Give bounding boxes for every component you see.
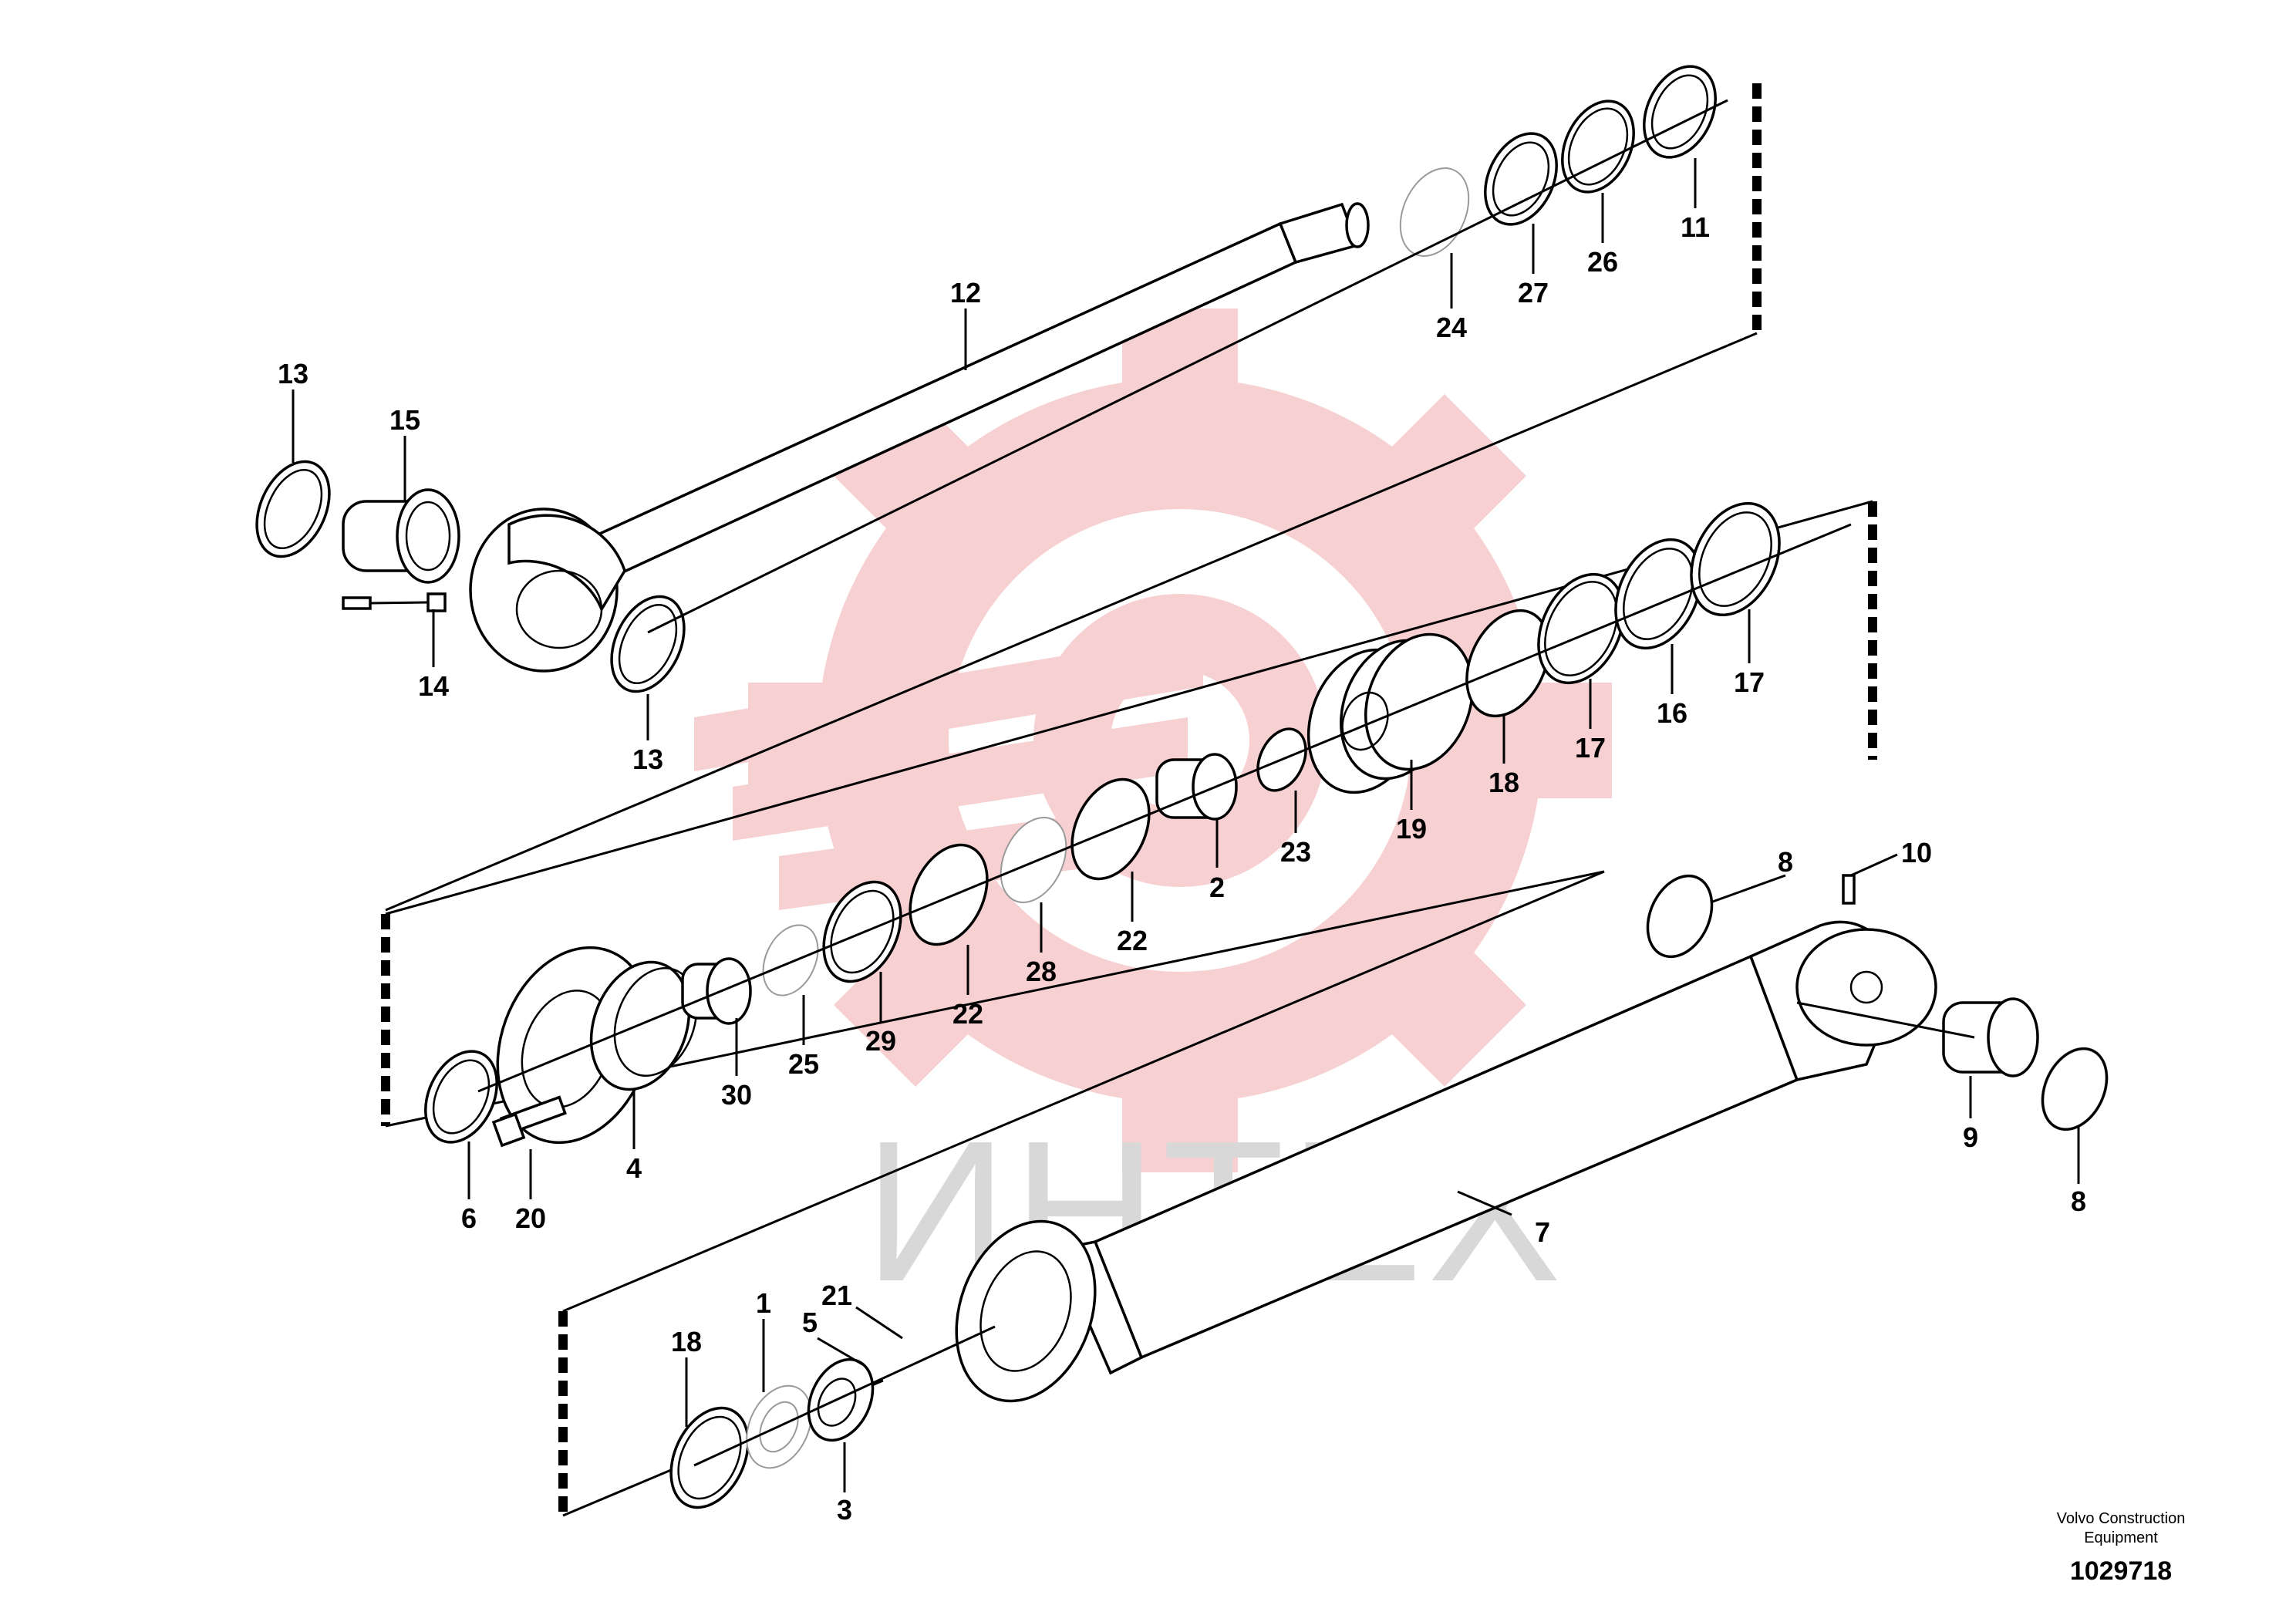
callout-9: 9: [1963, 1121, 1978, 1153]
callout-14: 14: [418, 670, 449, 702]
callout-11: 11: [1681, 211, 1710, 243]
piston-rod-assembly: [255, 65, 1728, 693]
callout-17-left: 17: [1575, 732, 1606, 764]
callout-labels: 1 2 3 4 5 6 7 8 8 9 10 11 12 13 13 14 15…: [278, 211, 2086, 1526]
callout-20: 20: [515, 1202, 546, 1234]
callout-6: 6: [461, 1202, 477, 1234]
cylinder-tube-assembly: [669, 874, 2109, 1509]
callout-12: 12: [950, 277, 981, 309]
callout-18-middle: 18: [1489, 767, 1519, 798]
callout-24: 24: [1436, 312, 1467, 343]
callout-2: 2: [1209, 872, 1225, 903]
footer-block: Volvo Construction Equipment 1029718: [2057, 1510, 2186, 1586]
callout-18-bottom: 18: [671, 1326, 702, 1357]
cylinder-head-piston-assembly: [424, 501, 1852, 1148]
callout-4: 4: [626, 1152, 642, 1184]
callout-27: 27: [1518, 277, 1549, 309]
callout-8-top: 8: [1778, 846, 1793, 878]
callout-23: 23: [1280, 836, 1311, 868]
callout-29: 29: [865, 1025, 896, 1057]
brand-line-1: Volvo Construction: [2057, 1510, 2186, 1527]
callout-17-right: 17: [1734, 666, 1765, 698]
callout-3: 3: [837, 1494, 852, 1526]
callout-26: 26: [1587, 246, 1618, 278]
leader-lines: [292, 158, 2080, 1492]
callout-25: 25: [788, 1048, 819, 1080]
callout-22-left: 22: [952, 998, 983, 1030]
callout-8-bottom: 8: [2071, 1185, 2086, 1217]
callout-5: 5: [802, 1307, 818, 1338]
callout-7: 7: [1535, 1216, 1550, 1248]
callout-22-right: 22: [1117, 925, 1148, 956]
callout-19: 19: [1396, 813, 1427, 845]
callout-16: 16: [1657, 697, 1687, 729]
callout-13-top: 13: [278, 358, 308, 389]
callout-30: 30: [721, 1079, 752, 1111]
callout-28: 28: [1026, 956, 1057, 987]
callout-15: 15: [389, 404, 420, 436]
callout-10: 10: [1901, 837, 1932, 868]
callout-13-bottom: 13: [632, 744, 663, 775]
callout-21: 21: [821, 1280, 852, 1311]
callout-1: 1: [756, 1287, 771, 1319]
drawing-number: 1029718: [2070, 1556, 2172, 1586]
brand-line-2: Equipment: [2084, 1529, 2158, 1546]
